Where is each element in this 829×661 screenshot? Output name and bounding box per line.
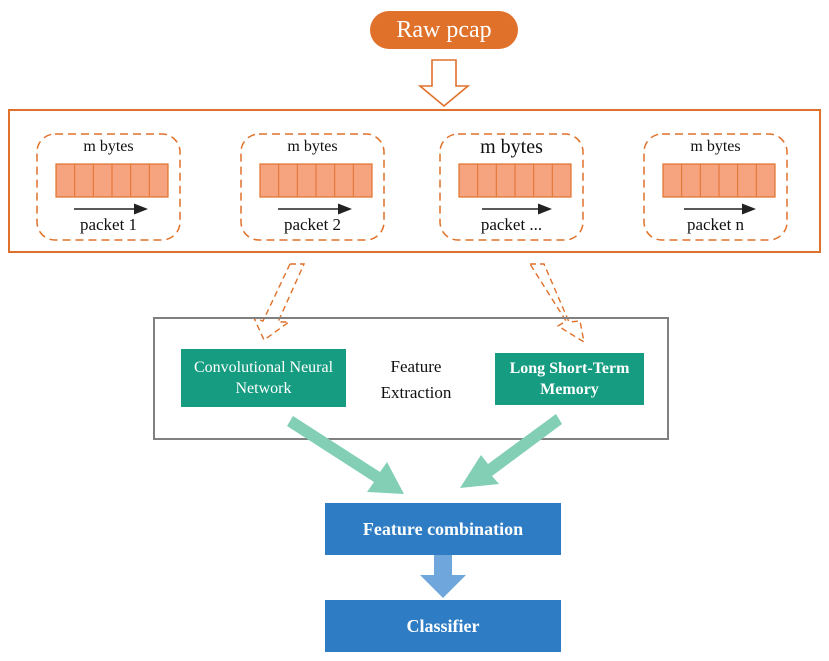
packet-group-3 (439, 133, 584, 241)
packet-name-2: packet 2 (283, 215, 342, 234)
packet-group-2 (240, 133, 385, 241)
lstm-label: Long Short-Term Memory (509, 360, 630, 398)
byte-array-4 (662, 163, 776, 198)
lstm-box: Long Short-Term Memory (495, 353, 644, 405)
raw-pcap-down-arrow (417, 59, 471, 108)
lstm-to-combination-arrow (460, 414, 562, 488)
cnn-to-combination-arrow (287, 416, 404, 494)
byte-array-2 (259, 163, 373, 198)
classifier-box: Classifier (325, 600, 561, 652)
packet-bytes-label-1: m bytes (83, 138, 134, 155)
to-lstm-arrow (528, 263, 585, 344)
byte-array-3 (458, 163, 572, 198)
feature-combination-box: Feature combination (325, 503, 561, 555)
packet-frame-2 (240, 133, 385, 241)
feature-combination-label: Feature combination (362, 518, 524, 539)
packet-name-4: packet n (686, 215, 745, 234)
cnn-box: Convolutional Neural Network (181, 349, 346, 407)
packet-frame-1 (36, 133, 181, 241)
packet-bytes-label-2: m bytes (287, 138, 338, 155)
combination-to-classifier-arrow (420, 555, 466, 598)
feature-extraction-label: Feature Extraction (380, 357, 452, 402)
packet-bytes-label-3: m bytes (480, 136, 543, 158)
packet-frame-4 (643, 133, 788, 241)
packet-bytes-label-4: m bytes (690, 138, 741, 155)
packet-group-4 (643, 133, 788, 241)
feature-extraction-frame (153, 317, 669, 440)
packet-name-1: packet 1 (79, 215, 138, 234)
classifier-label: Classifier (406, 615, 480, 636)
cnn-label: Convolutional Neural Network (193, 359, 334, 397)
raw-pcap-node: Raw pcap (370, 11, 518, 49)
packet-group-1 (36, 133, 181, 241)
packets-container (8, 109, 821, 253)
packet-name-3: packet ... (480, 215, 543, 234)
byte-array-1 (55, 163, 169, 198)
raw-pcap-label: Raw pcap (396, 16, 492, 43)
packet-frame-3 (439, 133, 584, 241)
to-cnn-arrow (252, 263, 306, 342)
